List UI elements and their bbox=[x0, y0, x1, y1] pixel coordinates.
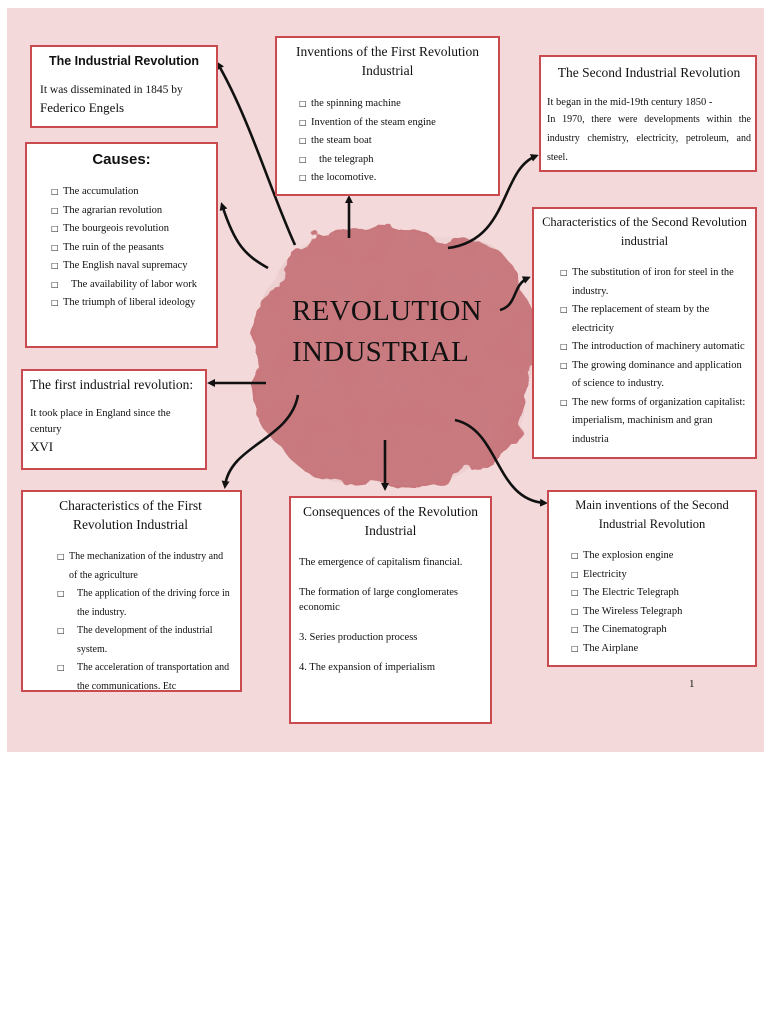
first-revolution-title: The first industrial revolution: bbox=[30, 377, 194, 392]
causes-list: The accumulation The agrarian revolution… bbox=[51, 183, 208, 313]
list-item: The explosion engine bbox=[571, 547, 747, 566]
causes-title: Causes: bbox=[92, 151, 151, 168]
causes-box: Causes: The accumulation The agrarian re… bbox=[25, 142, 218, 348]
list-item: The Airplane bbox=[571, 640, 747, 659]
list-item: The triumph of liberal ideology bbox=[51, 294, 208, 313]
list-item: The ruin of the peasants bbox=[51, 239, 208, 258]
inventions-second-list: The explosion engine Electricity The Ele… bbox=[571, 547, 747, 658]
list-item: the telegraph bbox=[299, 151, 488, 170]
list-item: The agrarian revolution bbox=[51, 202, 208, 221]
industrial-revolution-title: The Industrial Revolution bbox=[48, 54, 199, 68]
list-item: The development of the industrial system… bbox=[57, 622, 232, 659]
characteristics-first-box: Characteristics of the First Revolution … bbox=[21, 490, 242, 692]
arrow-to-characteristics-first bbox=[221, 394, 300, 489]
inventions-first-box: Inventions of the First Revolution Indus… bbox=[275, 36, 500, 196]
list-item: The English naval supremacy bbox=[51, 257, 208, 276]
consequences-title: Consequences of the Revolution Industria… bbox=[302, 504, 479, 538]
list-item: the spinning machine bbox=[299, 95, 488, 114]
industrial-revolution-line2: Federico Engels bbox=[40, 100, 125, 115]
arrow-to-second-revolution bbox=[447, 154, 539, 250]
consequences-p2: The formation of large conglomerates eco… bbox=[299, 587, 458, 613]
arrow-to-causes bbox=[219, 202, 269, 270]
list-item: The new forms of organization capitalist… bbox=[560, 394, 749, 450]
page-number: 1 bbox=[689, 678, 695, 690]
list-item: The availability of labor work bbox=[51, 276, 208, 295]
list-item: The bourgeois revolution bbox=[51, 220, 208, 239]
list-item: The introduction of machinery automatic bbox=[560, 338, 749, 357]
list-item: The substitution of iron for steel in th… bbox=[560, 264, 749, 301]
second-revolution-box: The Second Industrial Revolution It bega… bbox=[539, 55, 757, 172]
consequences-p4: 4. The expansion of imperialism bbox=[299, 662, 435, 673]
characteristics-first-list: The mechanization of the industry and of… bbox=[57, 548, 232, 696]
characteristics-second-box: Characteristics of the Second Revolution… bbox=[532, 207, 757, 459]
first-revolution-box: The first industrial revolution: It took… bbox=[21, 369, 207, 470]
list-item: the steam boat bbox=[299, 132, 488, 151]
consequences-box: Consequences of the Revolution Industria… bbox=[289, 496, 492, 724]
first-revolution-line1: It took place in England since the centu… bbox=[30, 408, 171, 435]
connector-arrows bbox=[207, 61, 548, 507]
inventions-first-title: Inventions of the First Revolution Indus… bbox=[296, 44, 479, 78]
second-revolution-line2: In 1970, there were developments within … bbox=[547, 114, 751, 163]
consequences-p3: 3. Series production process bbox=[299, 632, 418, 643]
arrow-to-characteristics-second bbox=[499, 276, 531, 312]
list-item: The mechanization of the industry and of… bbox=[57, 548, 232, 585]
list-item: The Electric Telegraph bbox=[571, 584, 747, 603]
industrial-revolution-box: The Industrial Revolution It was dissemi… bbox=[30, 45, 218, 128]
arrow-to-industrial-revolution bbox=[216, 61, 297, 246]
central-topic-line2: INDUSTRIAL bbox=[292, 336, 469, 368]
characteristics-first-title: Characteristics of the First Revolution … bbox=[59, 498, 202, 532]
list-item: The replacement of steam by the electric… bbox=[560, 301, 749, 338]
list-item: Electricity bbox=[571, 566, 747, 585]
first-revolution-line2: XVI bbox=[30, 439, 54, 454]
list-item: Invention of the steam engine bbox=[299, 114, 488, 133]
list-item: The application of the driving force in … bbox=[57, 585, 232, 622]
list-item: The accumulation bbox=[51, 183, 208, 202]
industrial-revolution-line1: It was disseminated in 1845 by bbox=[40, 84, 183, 96]
inventions-second-box: Main inventions of the Second Industrial… bbox=[547, 490, 757, 667]
characteristics-second-list: The substitution of iron for steel in th… bbox=[560, 264, 749, 449]
center-blob bbox=[254, 228, 536, 486]
list-item: The Cinematograph bbox=[571, 621, 747, 640]
list-item: the locomotive. bbox=[299, 169, 488, 188]
second-revolution-title: The Second Industrial Revolution bbox=[557, 65, 741, 80]
list-item: The acceleration of transportation and t… bbox=[57, 659, 232, 696]
consequences-p1: The emergence of capitalism financial. bbox=[299, 557, 463, 568]
central-topic: REVOLUTION INDUSTRIAL bbox=[292, 291, 482, 373]
central-topic-line1: REVOLUTION bbox=[292, 295, 482, 327]
inventions-second-title: Main inventions of the Second Industrial… bbox=[575, 498, 729, 531]
characteristics-second-title: Characteristics of the Second Revolution… bbox=[542, 215, 747, 248]
inventions-first-list: the spinning machine Invention of the st… bbox=[299, 95, 488, 188]
second-revolution-line1: It began in the mid-19th century 1850 - bbox=[547, 97, 713, 108]
list-item: The Wireless Telegraph bbox=[571, 603, 747, 622]
list-item: The growing dominance and application of… bbox=[560, 357, 749, 394]
arrow-to-inventions-second bbox=[454, 418, 548, 507]
